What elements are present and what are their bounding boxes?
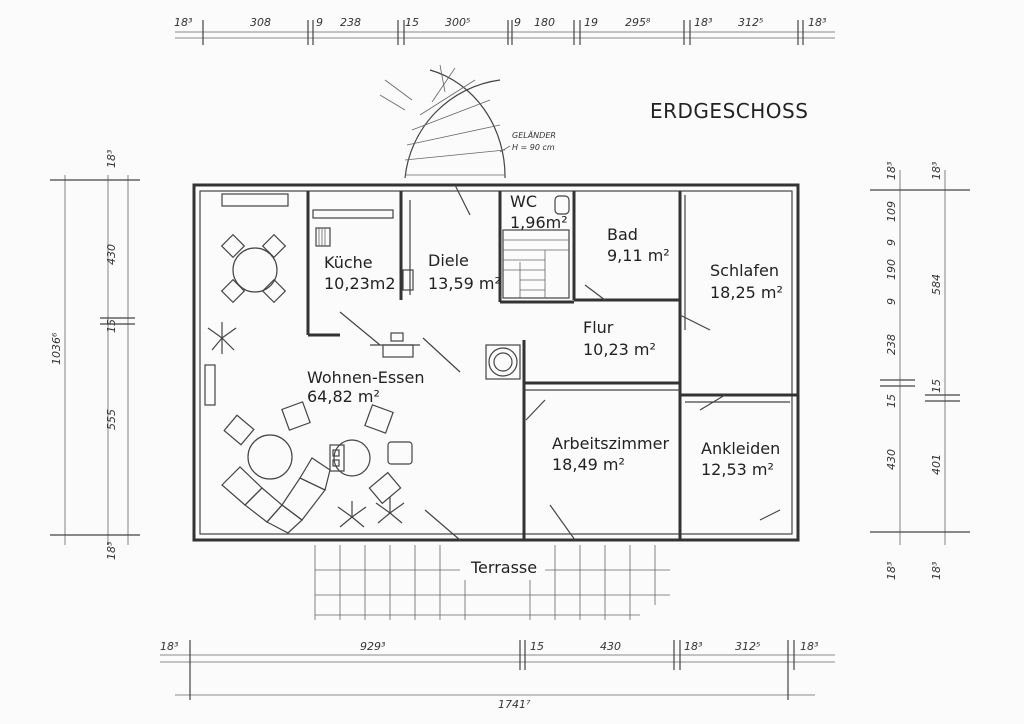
- dim-bottom-3: 15: [530, 640, 544, 653]
- left-dimension-chain: 18³ 430 15 555 18³ 1036⁶: [50, 149, 140, 560]
- dim-top-8: 180: [534, 16, 555, 29]
- dim-top-2: 308: [250, 16, 271, 29]
- dim-right-outer-3: 15: [930, 379, 943, 393]
- dim-left-total: 1036⁶: [50, 332, 63, 365]
- interior-walls: [306, 191, 798, 540]
- dim-right-outer-1: 18³: [930, 161, 943, 180]
- dim-right-inner-2: 109: [885, 201, 898, 222]
- room-diele-area: 13,59 m²: [428, 274, 501, 293]
- top-dimension-chain: 18³ 308 9 238 15 300⁵ 9 180 19 295⁸ 18³ …: [174, 16, 835, 45]
- room-wohnen-area: 64,82 m²: [307, 387, 380, 406]
- dim-left-3: 15: [105, 319, 118, 333]
- dim-right-inner-6: 238: [885, 334, 898, 355]
- dim-left-5: 18³: [105, 541, 118, 560]
- plan-title: ERDGESCHOSS: [650, 99, 808, 123]
- room-bad-name: Bad: [607, 225, 638, 244]
- room-diele-name: Diele: [428, 251, 469, 270]
- dim-top-7: 9: [514, 16, 521, 29]
- plant-icons: [207, 322, 405, 528]
- dim-top-10: 295⁸: [625, 16, 651, 29]
- dim-bottom-6: 312⁵: [735, 640, 760, 653]
- inner-staircase: [502, 229, 570, 299]
- dim-top-5: 15: [405, 16, 419, 29]
- railing-note-line2: H = 90 cm: [512, 143, 555, 152]
- dim-left-2: 430: [105, 244, 118, 265]
- dim-bottom-4: 430: [600, 640, 621, 653]
- room-ankleiden-area: 12,53 m²: [701, 460, 774, 479]
- dim-right-inner-5: 9: [885, 298, 898, 305]
- room-kueche-name: Küche: [324, 253, 373, 272]
- dim-top-1: 18³: [174, 16, 193, 29]
- terrace-tiles: [314, 545, 670, 620]
- dim-top-3: 9: [316, 16, 323, 29]
- room-bad-area: 9,11 m²: [607, 246, 670, 265]
- room-terrasse-name: Terrasse: [470, 558, 537, 577]
- room-wohnen-name: Wohnen-Essen: [307, 368, 424, 387]
- room-ankleiden-name: Ankleiden: [701, 439, 780, 458]
- right-dimension-chain: 18³ 109 9 190 9 238 15 430 18³ 18³ 584 1…: [870, 161, 970, 580]
- dim-right-inner-3: 9: [885, 239, 898, 246]
- door-swings: [339, 184, 781, 541]
- dim-left-1: 18³: [105, 149, 118, 168]
- room-wc-name: WC: [510, 192, 537, 211]
- room-schlafen-name: Schlafen: [710, 261, 779, 280]
- outer-walls: [192, 183, 800, 542]
- kitchen-fixtures: [312, 209, 420, 358]
- spiral-staircase: [379, 64, 506, 179]
- dim-bottom-5: 18³: [684, 640, 703, 653]
- dim-right-inner-1: 18³: [885, 161, 898, 180]
- bottom-dimension-chain: 18³ 929³ 15 430 18³ 312⁵ 18³ 1741⁷: [160, 640, 835, 711]
- wc-fixtures: [485, 195, 570, 380]
- room-flur-area: 10,23 m²: [583, 340, 656, 359]
- living-furniture: [204, 364, 413, 534]
- dim-top-11: 18³: [694, 16, 713, 29]
- dim-top-4: 238: [340, 16, 361, 29]
- railing-note-line1: GELÄNDER: [512, 130, 556, 140]
- dim-top-6: 300⁵: [445, 16, 470, 29]
- dining-table: [220, 193, 289, 304]
- dim-right-inner-8: 430: [885, 449, 898, 470]
- dim-bottom-total: 1741⁷: [498, 698, 531, 711]
- room-arbeit-area: 18,49 m²: [552, 455, 625, 474]
- dim-right-outer-5: 18³: [930, 561, 943, 580]
- room-labels: Wohnen-Essen 64,82 m² Küche 10,23m2 Diel…: [307, 192, 783, 577]
- dim-bottom-1: 18³: [160, 640, 179, 653]
- dim-right-inner-7: 15: [885, 394, 898, 408]
- room-schlafen-area: 18,25 m²: [710, 283, 783, 302]
- dim-bottom-2: 929³: [360, 640, 386, 653]
- room-flur-name: Flur: [583, 318, 614, 337]
- dim-right-inner-9: 18³: [885, 561, 898, 580]
- railing-note: GELÄNDER H = 90 cm: [499, 130, 556, 153]
- room-wc-area: 1,96m²: [510, 213, 568, 232]
- room-kueche-area: 10,23m2: [324, 274, 396, 293]
- dim-right-outer-4: 401: [930, 454, 943, 475]
- dim-bottom-7: 18³: [800, 640, 819, 653]
- room-arbeit-name: Arbeitszimmer: [552, 434, 669, 453]
- dim-top-12: 312⁵: [738, 16, 763, 29]
- dim-top-13: 18³: [808, 16, 827, 29]
- dim-right-inner-4: 190: [885, 259, 898, 280]
- dim-left-4: 555: [105, 409, 118, 430]
- dim-right-outer-2: 584: [930, 274, 943, 295]
- dim-top-9: 19: [584, 16, 598, 29]
